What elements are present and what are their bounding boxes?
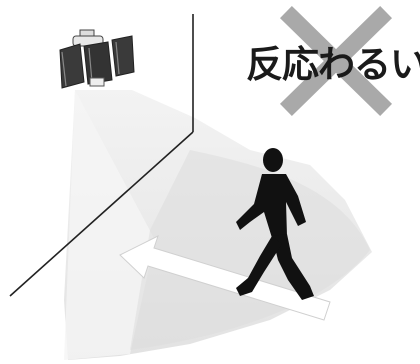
detection-area-floor-arc	[130, 150, 370, 350]
sensor-light-icon	[59, 29, 135, 89]
detection-area-left-face	[64, 90, 155, 360]
floor-edge-line	[9, 131, 194, 297]
arrow-left-icon	[119, 235, 331, 321]
caption-text: 反応わるい	[246, 43, 420, 86]
cross-mark-icon	[279, 5, 393, 117]
walking-person-icon	[236, 148, 314, 300]
